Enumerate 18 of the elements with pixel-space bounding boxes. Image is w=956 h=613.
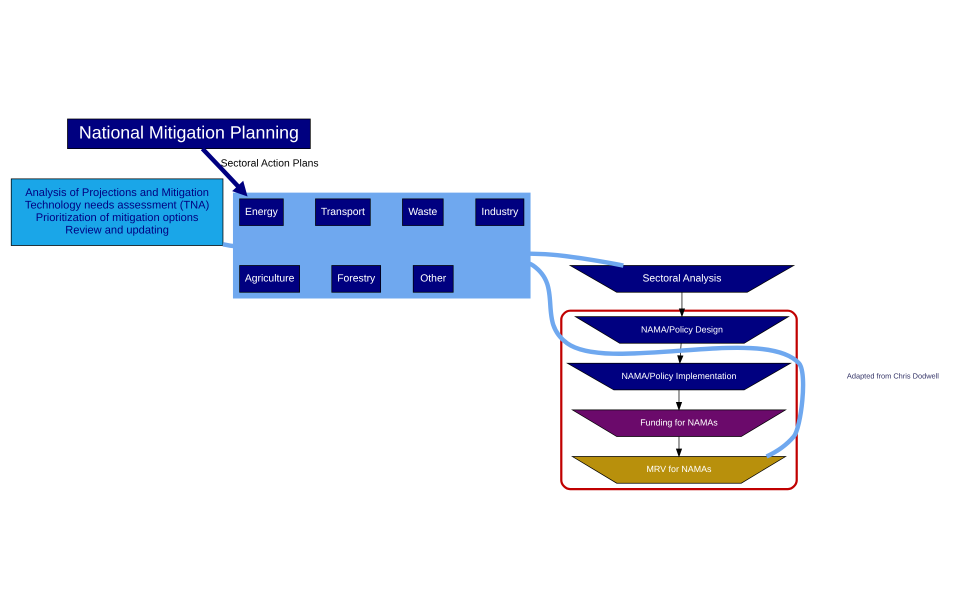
node-box: Other <box>412 264 454 292</box>
label: Adapted from Chris Dodwell <box>846 370 939 380</box>
node-box: Analysis of Projections and Mitigation Technology needs assessment (TNA) Prioritization of mitigation options Review and updating <box>10 178 224 246</box>
node-box: Forestry <box>331 264 382 292</box>
arrow <box>676 436 682 458</box>
connector <box>530 250 624 268</box>
node-box: Energy <box>239 198 284 226</box>
node-box: Waste <box>402 198 444 226</box>
edge-label: Sectoral Action Plans <box>220 158 319 169</box>
node-box: National Mitigation Planning <box>67 118 311 148</box>
node-box: Agriculture <box>239 264 300 292</box>
arrow <box>200 146 248 196</box>
arrow <box>676 389 682 410</box>
connector <box>222 242 806 458</box>
node-box: Industry <box>475 198 524 226</box>
cluster <box>232 192 531 298</box>
arrow <box>678 292 686 317</box>
node-box: Transport <box>315 198 371 226</box>
